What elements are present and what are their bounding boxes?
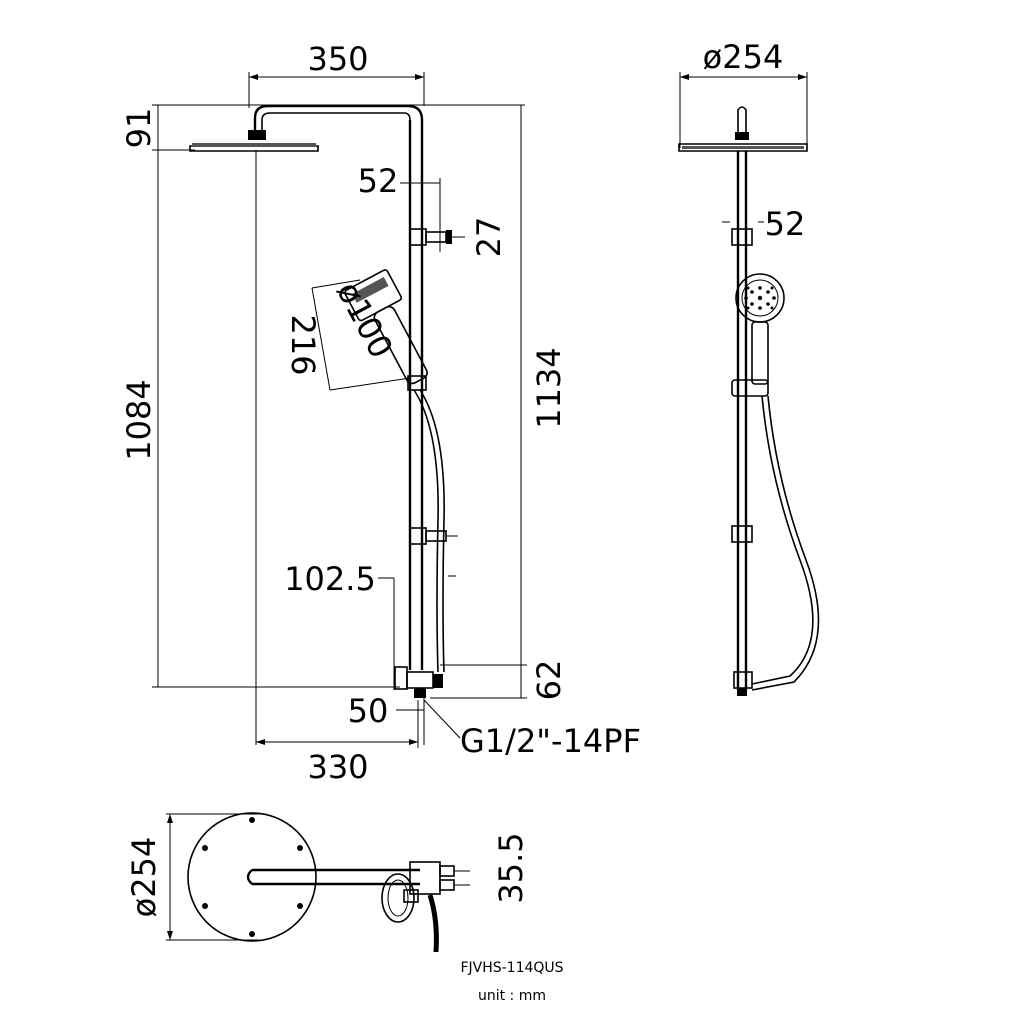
dim-bottom-height: 62 bbox=[530, 660, 568, 701]
dim-plan-spacing: 35.5 bbox=[492, 832, 530, 903]
dim-wall-offset: 102.5 bbox=[284, 560, 376, 598]
dim-outlet-offset: 50 bbox=[348, 692, 389, 730]
dim-top-width: 350 bbox=[307, 40, 368, 78]
side-view: ø254 52 bbox=[678, 38, 820, 696]
dim-bracket-spacing: 27 bbox=[470, 217, 508, 258]
front-view: 350 91 1084 1134 62 52 27 bbox=[120, 40, 641, 786]
dim-side-diameter: ø254 bbox=[703, 38, 784, 76]
dim-plan-diameter: ø254 bbox=[125, 837, 163, 918]
plan-view: ø254 35.5 35.5 bbox=[125, 812, 530, 953]
dim-hand-length: 216 bbox=[284, 314, 322, 375]
dim-total-height-left: 1084 bbox=[120, 379, 158, 460]
dim-total-height-right: 1134 bbox=[530, 347, 568, 428]
dim-hand-diameter: ø100 bbox=[329, 275, 400, 364]
dim-head-height: 91 bbox=[120, 108, 158, 149]
dim-thread: G1/2"-14PF bbox=[460, 722, 641, 760]
model-label: FJVHS-114QUS bbox=[460, 960, 563, 976]
dim-arm-offset: 52 bbox=[358, 162, 399, 200]
dim-bottom-width: 330 bbox=[307, 748, 368, 786]
unit-label: unit : mm bbox=[478, 988, 546, 1004]
dim-side-offset: 52 bbox=[765, 205, 806, 243]
